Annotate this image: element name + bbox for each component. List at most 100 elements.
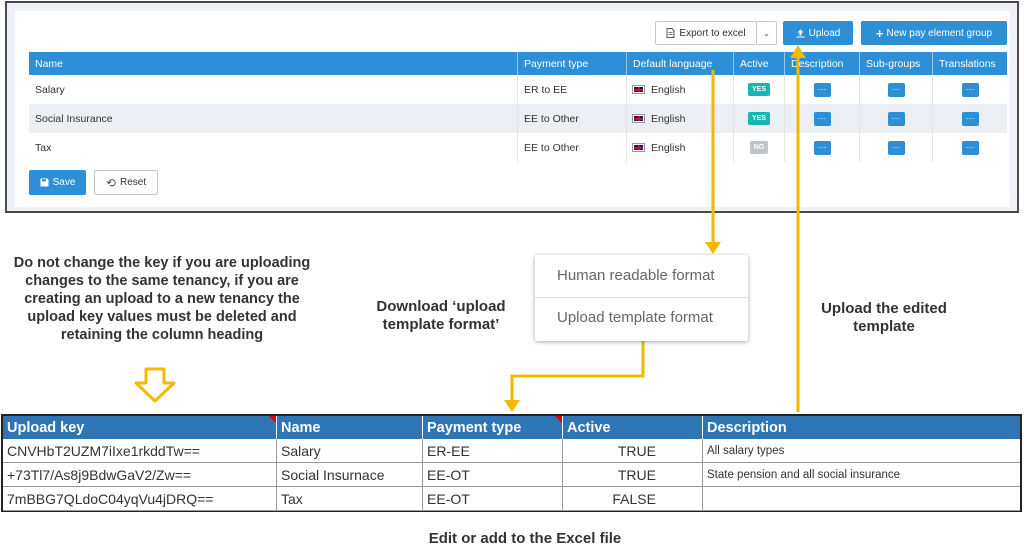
row-description: ··· (785, 75, 860, 104)
excel-row: 7mBBG7QLdoC04yqVu4jDRQ== Tax EE-OT FALSE (3, 487, 1020, 511)
excel-cell-active[interactable]: TRUE (563, 463, 703, 487)
row-payment-type: EE to Other (518, 104, 627, 133)
excel-cell-upload-key[interactable]: 7mBBG7QLdoC04yqVu4jDRQ== (3, 487, 277, 511)
export-label: Export to excel (679, 27, 746, 39)
header-label: Upload key (7, 419, 85, 436)
translations-more-button[interactable]: ··· (961, 111, 979, 126)
excel-cell-name[interactable]: Social Insurnace (277, 463, 423, 487)
chevron-down-icon: ⌄ (762, 27, 771, 38)
file-icon (666, 28, 675, 38)
table-row[interactable]: Tax EE to Other English NO ··· ··· ··· (29, 133, 1007, 162)
row-name: Salary (29, 75, 518, 104)
new-pay-element-group-button[interactable]: + New pay element group (861, 21, 1007, 45)
excel-row: CNVHbT2UZM7iIxe1rkddTw== Salary ER-EE TR… (3, 439, 1020, 463)
excel-header-upload-key[interactable]: Upload key (3, 416, 277, 439)
excel-cell-name[interactable]: Tax (277, 487, 423, 511)
download-arrow-line (510, 341, 645, 402)
excel-header-payment-type[interactable]: Payment type (423, 416, 563, 439)
row-language: English (627, 104, 734, 133)
save-label: Save (52, 177, 76, 188)
reset-label: Reset (119, 177, 147, 188)
table-header: Name Payment type Default language Activ… (29, 52, 1007, 75)
download-arrow-head (504, 400, 520, 412)
column-header-name[interactable]: Name (29, 52, 518, 75)
app-screenshot-frame: Export to excel ⌄ Upload + New pay eleme… (5, 1, 1019, 213)
column-header-translations[interactable]: Translations (939, 57, 996, 70)
excel-row: +73Tl7/As8j9BdwGaV2/Zw== Social Insurnac… (3, 463, 1020, 487)
upload-template-note: Upload the edited template (821, 300, 947, 335)
new-group-label: New pay element group (886, 27, 993, 39)
excel-header-description[interactable]: Description (707, 419, 787, 436)
sub-groups-more-button[interactable]: ··· (887, 111, 905, 126)
row-translations: ··· (933, 133, 1007, 162)
row-payment-type: ER to EE (518, 75, 627, 104)
edit-excel-note: Edit or add to the Excel file (428, 530, 622, 547)
plus-icon: + (875, 25, 884, 41)
menu-divider (535, 297, 748, 298)
save-icon (40, 178, 49, 187)
down-arrow-icon (134, 367, 176, 403)
language-label: English (651, 141, 686, 154)
column-header-default-language[interactable]: Default language (627, 52, 734, 75)
upload-icon (796, 29, 805, 37)
upload-key-note: Do not change the key if you are uploadi… (13, 255, 311, 343)
excel-header-row: Upload key Name Payment type Active Desc… (3, 416, 1020, 439)
column-header-payment-type[interactable]: Payment type (518, 52, 627, 75)
description-more-button[interactable]: ··· (813, 82, 831, 97)
excel-cell-payment-type[interactable]: EE-OT (423, 487, 563, 511)
excel-cell-active[interactable]: FALSE (563, 487, 703, 511)
row-name: Tax (29, 133, 518, 162)
excel-header-name[interactable]: Name (277, 416, 423, 439)
export-options-dropdown-toggle[interactable]: ⌄ (757, 21, 777, 45)
header-label: Payment type (427, 419, 522, 436)
active-badge[interactable]: YES (747, 112, 770, 125)
save-button[interactable]: Save (29, 170, 86, 195)
download-template-note: Download ‘upload template format’ (376, 298, 506, 333)
undo-icon: ⟲ (105, 175, 116, 190)
translations-more-button[interactable]: ··· (961, 140, 979, 155)
excel-cell-upload-key[interactable]: CNVHbT2UZM7iIxe1rkddTw== (3, 439, 277, 463)
excel-cell-payment-type[interactable]: ER-EE (423, 439, 563, 463)
column-header-sub-groups[interactable]: Sub-groups (860, 52, 933, 75)
excel-cell-active[interactable]: TRUE (563, 439, 703, 463)
export-to-excel-button[interactable]: Export to excel (655, 21, 757, 45)
uk-flag-icon (632, 143, 645, 152)
upload-button[interactable]: Upload (783, 21, 853, 45)
row-active: YES (734, 104, 785, 133)
menu-item-upload-template[interactable]: Upload template format (557, 309, 713, 326)
reset-button[interactable]: ⟲ Reset (94, 170, 158, 195)
translations-more-button[interactable]: ··· (961, 82, 979, 97)
language-label: English (651, 112, 686, 125)
excel-cell-description[interactable] (703, 487, 1020, 511)
description-more-button[interactable]: ··· (813, 140, 831, 155)
comment-marker-icon (269, 416, 276, 423)
excel-cell-description[interactable]: All salary types (703, 439, 1020, 463)
sub-groups-more-button[interactable]: ··· (887, 140, 905, 155)
excel-cell-upload-key[interactable]: +73Tl7/As8j9BdwGaV2/Zw== (3, 463, 277, 487)
table-row[interactable]: Social Insurance EE to Other English YES… (29, 104, 1007, 133)
sub-groups-more-button[interactable]: ··· (887, 82, 905, 97)
export-format-menu: Human readable format Upload template fo… (535, 255, 748, 341)
active-badge[interactable]: YES (747, 83, 770, 96)
row-description: ··· (785, 133, 860, 162)
active-badge[interactable]: NO (749, 141, 769, 154)
row-translations: ··· (933, 75, 1007, 104)
upload-label: Upload (808, 27, 841, 39)
excel-cell-description[interactable]: State pension and all social insurance (703, 463, 1020, 487)
pay-element-groups-panel: Export to excel ⌄ Upload + New pay eleme… (15, 11, 1010, 207)
table-row[interactable]: Salary ER to EE English YES ··· ··· ··· (29, 75, 1007, 104)
export-arrow-head (705, 242, 721, 254)
excel-cell-payment-type[interactable]: EE-OT (423, 463, 563, 487)
menu-item-human-readable[interactable]: Human readable format (557, 267, 715, 284)
row-sub-groups: ··· (860, 104, 933, 133)
column-header-active[interactable]: Active (734, 52, 785, 75)
excel-header-active[interactable]: Active (563, 416, 703, 439)
column-header-description[interactable]: Description (785, 52, 860, 75)
row-active: NO (734, 133, 785, 162)
description-more-button[interactable]: ··· (813, 111, 831, 126)
uk-flag-icon (632, 114, 645, 123)
row-payment-type: EE to Other (518, 133, 627, 162)
row-sub-groups: ··· (860, 75, 933, 104)
excel-cell-name[interactable]: Salary (277, 439, 423, 463)
row-active: YES (734, 75, 785, 104)
